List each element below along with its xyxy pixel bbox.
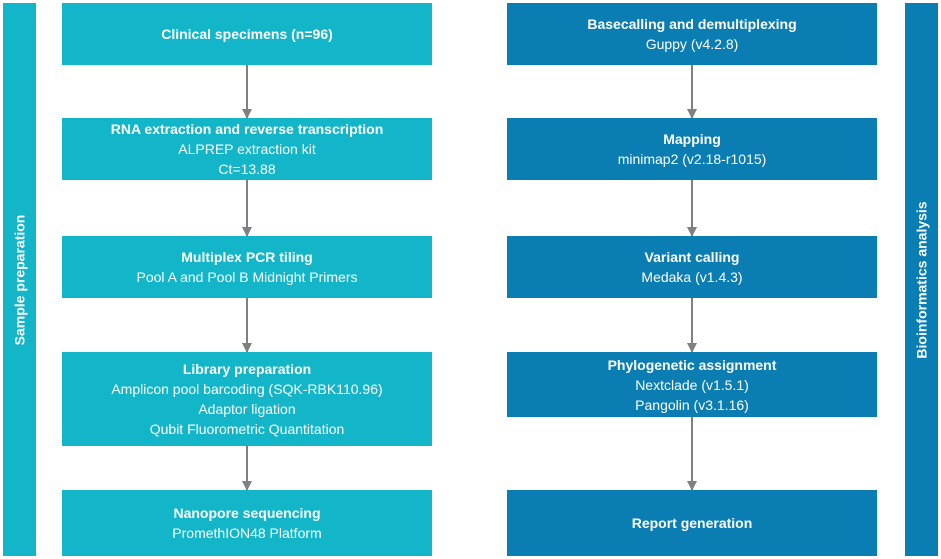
step-title: Multiplex PCR tiling [181, 249, 313, 265]
step-detail: Amplicon pool barcoding (SQK-RBK110.96) [111, 381, 383, 397]
bioinformatics-analysis-sidebar: Bioinformatics analysis [905, 3, 938, 556]
step-title: Variant calling [644, 249, 740, 265]
step-detail: Pool A and Pool B Midnight Primers [136, 269, 358, 285]
step-detail: Guppy (v4.2.8) [645, 36, 739, 52]
step-detail: Ct=13.88 [218, 161, 276, 177]
step-title: Mapping [663, 131, 721, 147]
step-title: RNA extraction and reverse transcription [110, 121, 384, 137]
step-detail: minimap2 (v2.18-r1015) [617, 151, 767, 167]
right-step-box: Report generation [507, 490, 877, 556]
step-detail: Nextclade (v1.5.1) [635, 376, 749, 393]
step-detail: Pangolin (v3.1.16) [635, 396, 749, 413]
right-step-box: Mapping minimap2 (v2.18-r1015) [507, 118, 877, 180]
step-title: Nanopore sequencing [173, 505, 321, 521]
step-detail: ALPREP extraction kit [178, 141, 316, 157]
step-title: Report generation [631, 515, 753, 531]
step-title: Basecalling and demultiplexing [587, 16, 797, 32]
step-detail: Adaptor ligation [198, 401, 296, 417]
left-step-box: Clinical specimens (n=96) [62, 3, 432, 65]
step-detail: Qubit Fluorometric Quantitation [149, 421, 345, 437]
step-title: Clinical specimens (n=96) [161, 26, 333, 42]
sample-preparation-sidebar: Sample preparation [3, 3, 36, 556]
step-detail: PromethION48 Platform [172, 525, 322, 541]
step-title: Library preparation [182, 361, 312, 377]
step-title: Phylogenetic assignment [607, 356, 777, 373]
step-detail: Medaka (v1.4.3) [641, 269, 743, 285]
left-step-box: RNA extraction and reverse transcription… [62, 118, 432, 180]
